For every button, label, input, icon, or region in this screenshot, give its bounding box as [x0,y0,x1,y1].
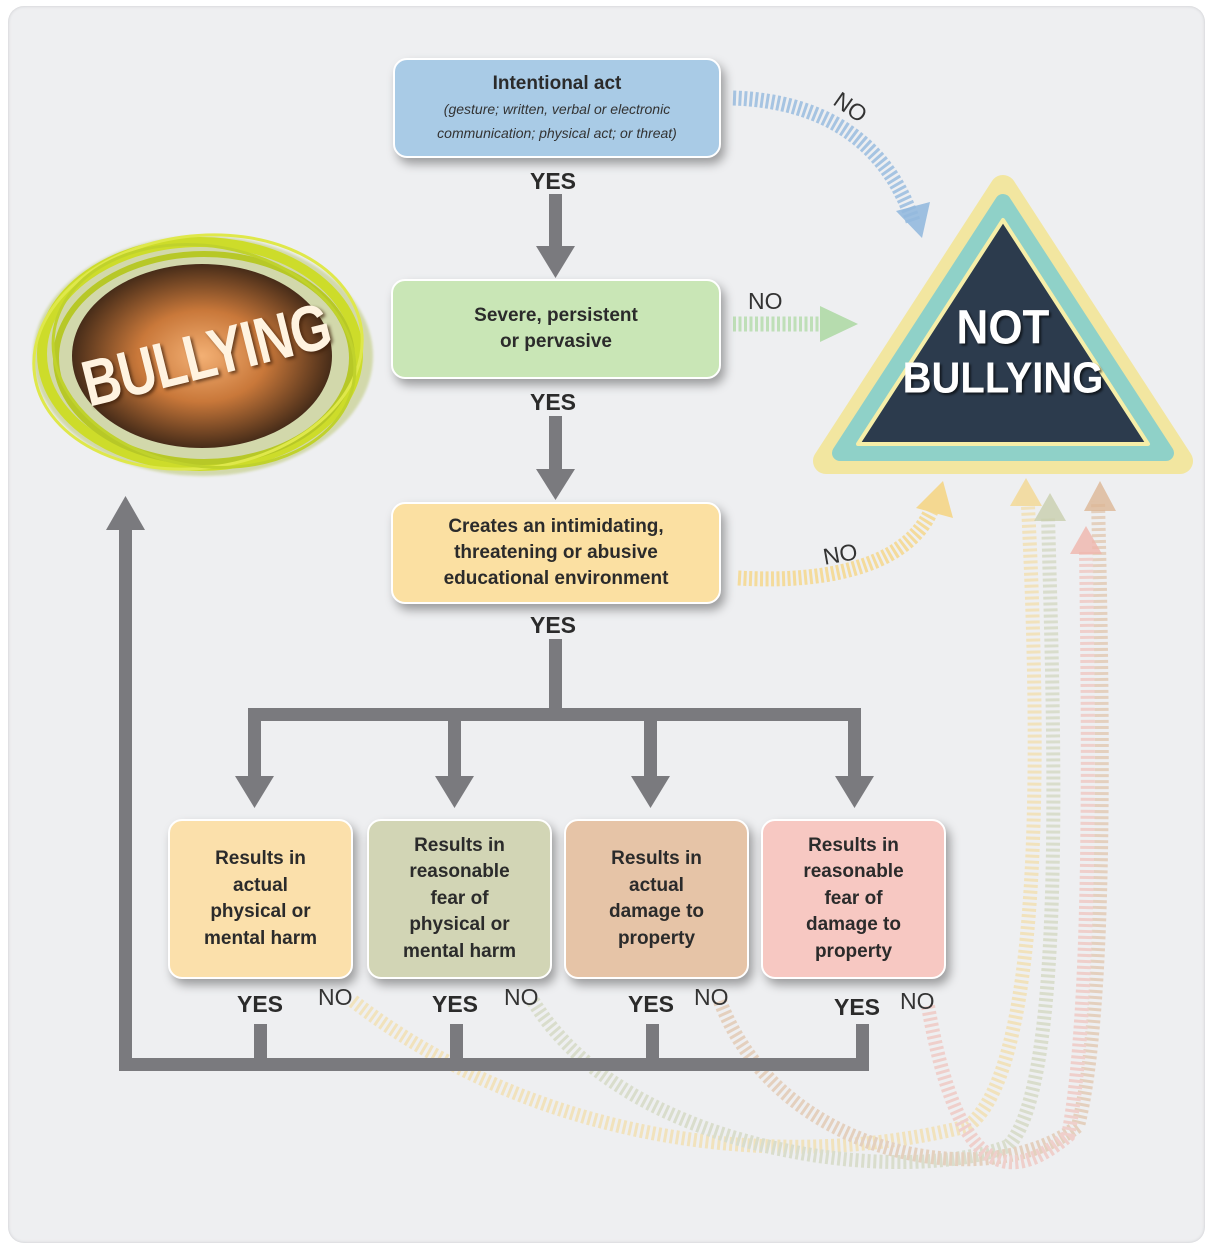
node-result-fear-of-property-damage: Results in reasonable fear of damage to … [761,819,946,979]
yes-label-result-1: YES [237,991,284,1017]
node-intentional-act: Intentional act (gesture; written, verba… [393,58,721,158]
node-environment-title: Creates an intimidating, threatening or … [443,516,669,589]
no-return-arrows [348,500,1109,1170]
no-label-severe: NO [748,288,783,314]
node-result-property-damage: Results in actual damage to property [564,819,749,979]
no-arrow-result-2 [527,515,1061,1170]
no-return-arrowheads [1010,478,1116,554]
yes-label-severe: YES [530,389,577,415]
node-result-physical-harm-title: Results in actual physical or mental har… [204,848,317,949]
yes-label-result-4: YES [834,994,881,1020]
flowchart-canvas: Intentional act (gesture; written, verba… [8,6,1205,1243]
yes-label-result-3: YES [628,991,675,1017]
node-severe: Severe, persistent or pervasive [391,279,721,379]
node-result-physical-harm: Results in actual physical or mental har… [168,819,353,979]
yes-label-environment: YES [530,612,577,638]
yes-label-intent: YES [530,168,577,194]
node-severe-title: Severe, persistent or pervasive [474,305,638,352]
no-label-result-2: NO [504,984,539,1010]
not-bullying-sign [813,175,1193,474]
node-environment: Creates an intimidating, threatening or … [391,502,721,604]
no-label-result-3: NO [694,984,729,1010]
node-intentional-act-title: Intentional act [492,73,622,94]
node-result-property-damage-title: Results in actual damage to property [608,848,705,949]
node-intentional-act-detail: (gesture; written, verbal or electronic … [437,101,677,141]
not-bullying-line-2: BULLYING [902,353,1104,403]
no-arrow-environment [737,503,941,587]
not-bullying-line-1: NOT [956,300,1050,355]
yes-connectors [106,194,874,1071]
node-result-fear-of-property-damage-title: Results in reasonable fear of damage to … [803,834,904,962]
yes-label-result-2: YES [432,991,479,1017]
connector-layer [32,90,1193,1170]
not-bullying-label: NOT BULLYING [888,300,1118,403]
no-arrow-result-4 [921,550,1095,1170]
node-result-fear-of-harm-title: Results in reasonable fear of physical o… [403,834,516,962]
bullying-emblem [32,233,373,476]
no-arrow-intent [732,90,921,224]
no-arrow-result-3 [713,500,1109,1167]
no-label-result-1: NO [318,984,353,1010]
no-label-result-4: NO [900,988,935,1014]
node-result-fear-of-harm: Results in reasonable fear of physical o… [367,819,552,979]
